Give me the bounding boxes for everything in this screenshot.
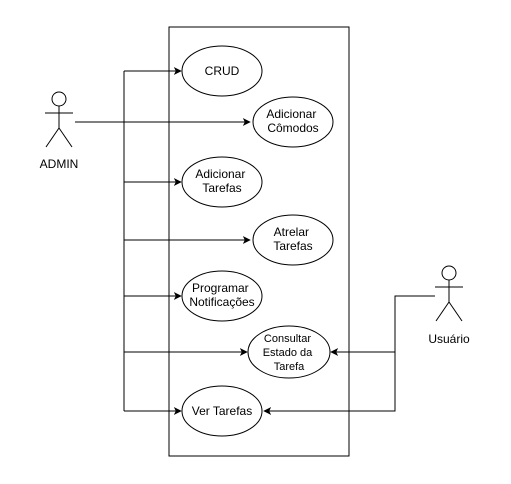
- use-case-adicionar-comodos[interactable]: [252, 96, 334, 148]
- actor-admin[interactable]: [45, 91, 73, 148]
- use-case-label-adicionar-tarefas: Adicionar Tarefas: [195, 167, 248, 195]
- use-case-label-ver-tarefas: Ver Tarefas: [192, 404, 252, 418]
- use-case-atrelar-tarefas[interactable]: [252, 214, 334, 266]
- use-case-label-programar-notificacoes: Programar Notificações: [189, 281, 254, 309]
- use-case-ver-tarefas[interactable]: [181, 385, 263, 437]
- actor-usuario[interactable]: [435, 265, 463, 322]
- actor-usuario-leg-right: [448, 301, 463, 322]
- actor-admin-head: [51, 91, 67, 107]
- actor-usuario-label: Usuário: [428, 332, 470, 346]
- actor-usuario-leg-left: [435, 301, 450, 322]
- use-case-label-atrelar-tarefas: Atrelar Tarefas: [273, 225, 312, 253]
- use-case-labels: CRUD Adicionar Cômodos Adicionar Tarefas…: [189, 64, 319, 418]
- use-case-programar-notificacoes[interactable]: [181, 270, 263, 322]
- use-case-crud[interactable]: [181, 45, 263, 97]
- connector-usuario-consultar-estado: [330, 295, 435, 356]
- use-cases: [181, 45, 334, 437]
- use-case-label-consultar-estado: Consultar Estado da Tarefa: [263, 333, 316, 373]
- connector-usuario-ver-tarefas: [263, 352, 396, 415]
- use-case-label-adicionar-comodos: Adicionar Cômodos: [266, 107, 319, 135]
- connectors: [75, 67, 435, 415]
- actor-admin-leg-left: [45, 127, 60, 148]
- actor-usuario-head: [441, 265, 457, 281]
- use-case-label-crud: CRUD: [205, 64, 240, 78]
- actor-admin-label: ADMIN: [40, 157, 79, 171]
- actor-admin-leg-right: [58, 127, 73, 148]
- use-case-adicionar-tarefas[interactable]: [181, 156, 263, 208]
- use-case-consultar-estado[interactable]: [247, 325, 331, 379]
